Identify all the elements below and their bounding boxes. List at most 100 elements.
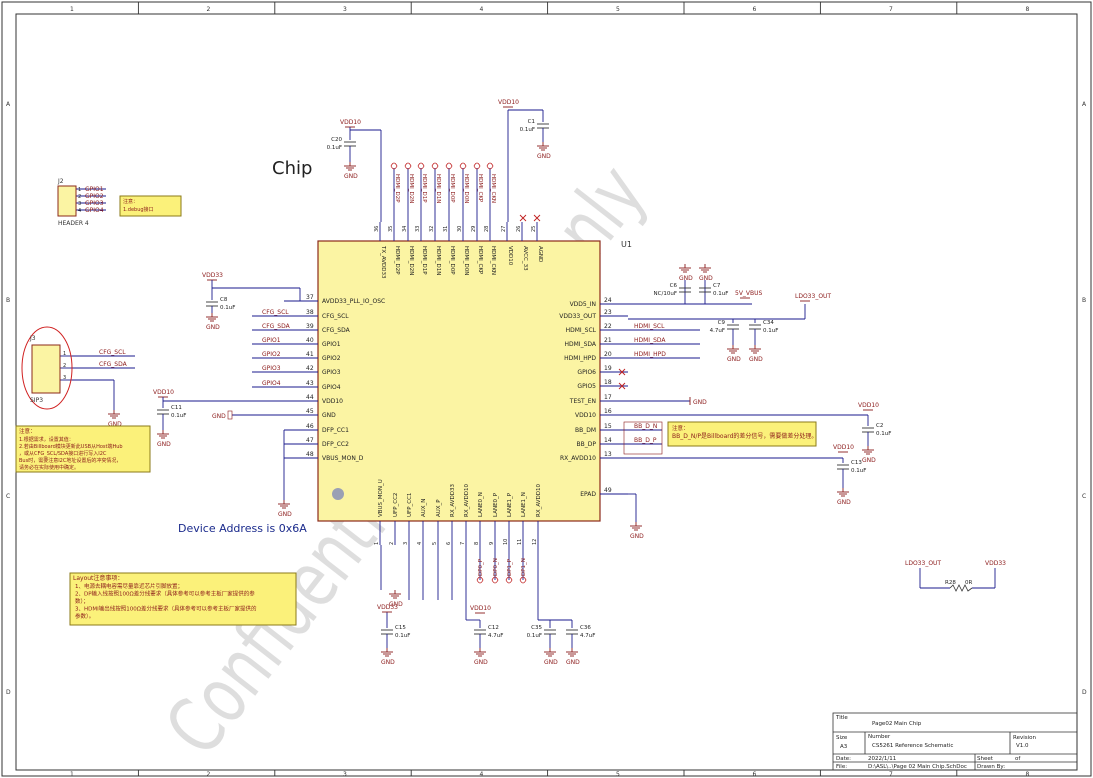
no-connect [519,214,527,222]
gnd-symbol: GND [699,264,713,282]
chip-pins: 37AVDD33_PLL_IO_OSC38CFG_SCL39CFG_SDA40G… [284,222,628,545]
sip-body [31,344,61,394]
gnd-side-symbol [227,410,233,420]
gnd-symbol: GND [474,648,488,666]
chip-pin-number: 2 [389,542,395,545]
gnd-symbol: GND [537,142,551,160]
chip-pin-number: 8 [474,542,480,545]
gnd-symbol: GND [344,162,358,180]
gnd-symbol: GND [862,446,876,464]
chip-pin-number: 47 [306,437,314,444]
header-body [57,185,77,217]
power-symbol: VDD10 [858,402,879,411]
gnd-label: GND [278,511,292,518]
note-layout: Layout注意事项：1、电源去耦电容需尽量靠近芯片引脚放置；2、DP输入线按照… [69,572,297,626]
net-label: HDMI_D0N [463,174,469,203]
net-label: BB_D_N [634,423,657,430]
net-label: CFG_SDA [262,323,291,330]
tb-of-label: of [1015,756,1021,762]
gnd-symbol: GND [389,590,403,608]
chip-pin-number: 49 [604,487,612,494]
chip-pin-number: 24 [604,297,612,304]
chip-pin-number: 40 [306,337,314,344]
cap-ref: C7 [713,283,721,289]
power-symbol: LDO33_OUT [795,293,831,302]
net-label: HDMI_D1N [435,174,441,203]
chip-pin-number: 20 [604,351,612,358]
chip-pin-name: UFP_CC1 [407,493,413,517]
header-pin-number: 1 [78,187,81,193]
chip-pin-name: GPIO4 [322,384,341,391]
zone-col-bottom: 2 [207,771,211,778]
chip-pin-name: VDD10 [575,412,596,419]
cap-value: 0.1uF [327,145,342,151]
cap-ref: C36 [580,625,591,631]
chip-pin-name: RX_AVDD33 [450,484,456,517]
gnd-symbol: GND [630,522,644,540]
zone-col-top: 4 [480,6,484,13]
chip-pin-name: LANE1_P [507,492,513,517]
zone-row-left: D [6,689,11,696]
cap-ref: C8 [220,297,228,303]
power-label: VDD33 [985,560,1006,567]
zone-row-right: D [1082,689,1087,696]
net-label: GPIO3 [262,365,281,372]
gnd-label: GND [344,173,358,180]
chip-pin-name: HDMI_D0N [463,246,469,275]
chip-pin-name: HDMI_SCL [566,327,597,334]
chip-pin-name: LANE1_N [521,492,527,517]
sip-highlight-circle [21,326,73,410]
net-label: HDMI_D2N [408,174,414,203]
sip-name: SIP3 [30,397,43,404]
chip-pin-name: HDMI_SDA [564,341,596,348]
net-label: GPIO4 [262,380,281,387]
zone-row-right: A [1082,101,1087,108]
tb-number-label: Number [868,734,891,740]
chip-pin-name: GPIO2 [322,355,341,362]
chip-pin-number: 3 [403,542,409,545]
chip-pin-number: 25 [531,226,537,232]
diff-pair-marker [445,162,453,170]
net-label: HDMI_D1P [421,174,427,203]
zone-col-top: 3 [343,6,347,13]
chip-pin-name: VDD10 [507,246,513,266]
cap-value: 0.1uF [220,305,235,311]
zone-col-bottom: 4 [480,771,484,778]
cap-value: 0.1uF [876,431,891,437]
cap-ref: C1 [528,119,535,125]
chip-pin-name: AVDD33_PLL_IO_OSC [322,298,385,305]
diff-pair-marker [417,162,425,170]
note-line: 2.若由Billboard模块更新此USB从Host端Hub [19,443,123,450]
chip-pin-number: 27 [501,226,507,232]
zone-col-top: 5 [616,6,620,13]
gnd-label: GND [108,421,122,428]
chip-pin-number: 14 [604,437,612,444]
zone-col-bottom: 8 [1026,771,1030,778]
power-label: LDO33_OUT [795,293,831,300]
chip-pin-name: GPIO5 [577,383,596,390]
note-line: 1.根据需求，设置其值： [19,436,74,443]
diff-pair-marker [476,576,484,584]
chip-pin-name: GPIO1 [322,341,341,348]
chip-pin-name: LANE0_N [478,492,484,517]
gnd-symbol: GND [206,313,220,331]
net-label: GPIO4 [85,207,104,214]
diff-pair-marker [505,576,513,584]
sip-designator: J3 [29,335,36,342]
tb-date: 2022/1/11 [868,756,896,762]
gnd-label: GND [474,659,488,666]
capacitor: C8 0.1uF [206,297,235,311]
net-label: CFG_SCL [262,309,289,316]
sip-j3: J3 SIP3 [21,326,73,410]
power-symbol: VDD10 [498,99,519,108]
components: VDD10C200.1uFGNDVDD10C10.1uFGNDVDD33C80.… [108,99,1006,666]
chip-pin-name: GND [322,412,336,419]
gnd-label: GND [206,324,220,331]
zone-col-top: 6 [753,6,757,13]
chip-pin-name: TX_AVDD33 [380,245,386,279]
chip-pin-name: HDMI_HPD [564,355,596,362]
